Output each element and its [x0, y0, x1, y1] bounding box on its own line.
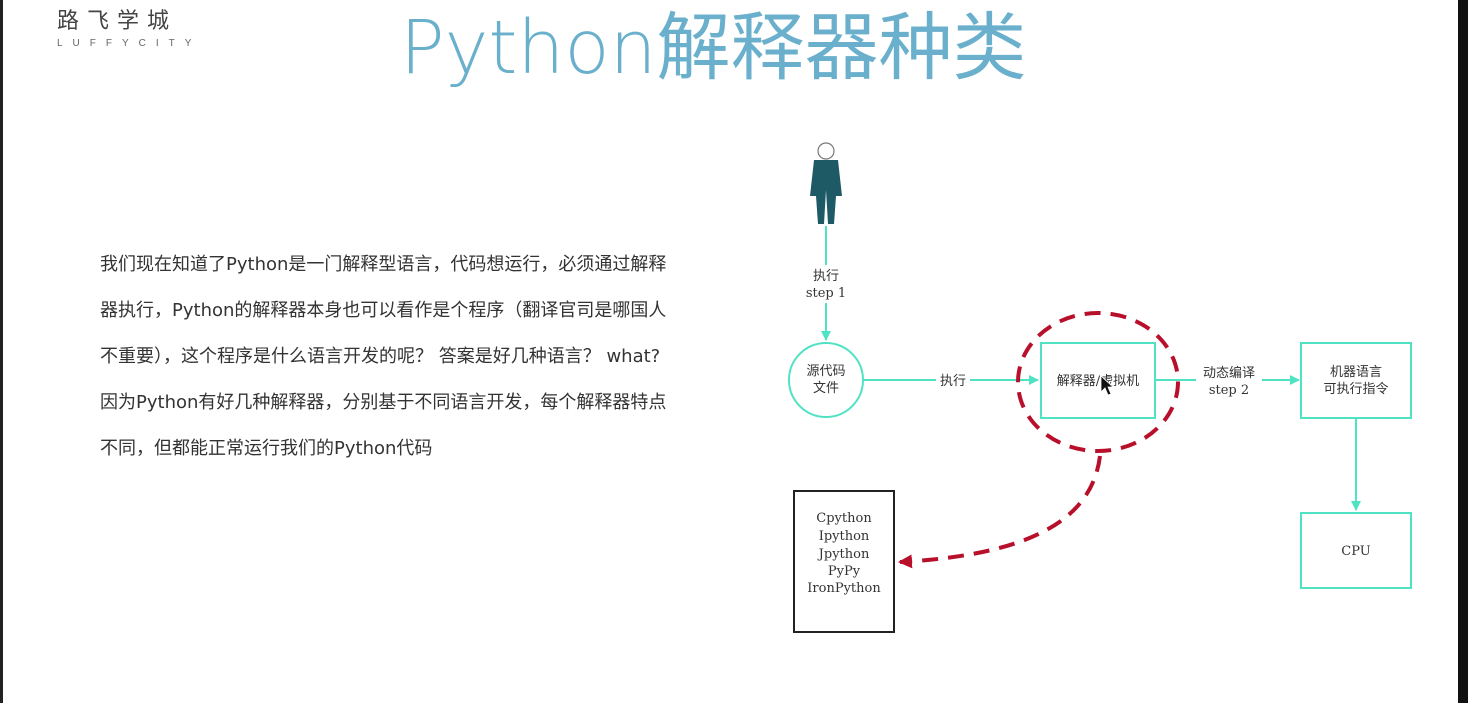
interpreter-label: 解释器/虚拟机 — [1057, 374, 1139, 389]
person-icon — [810, 142, 842, 224]
luffycity-logo: 路飞学城 LUFFYCITY — [57, 8, 201, 49]
exec-label: 执行 — [940, 374, 966, 389]
source-file-node — [788, 342, 864, 418]
cpu-label: CPU — [1341, 544, 1370, 559]
source-file-label-1: 源代码 — [806, 364, 845, 379]
interpreter-item: PyPy — [828, 564, 861, 579]
arrow-interpreter-to-list — [898, 455, 1102, 569]
cpu-node — [1300, 512, 1412, 589]
logo-chinese: 路飞学城 — [57, 9, 178, 34]
machine-language-node — [1300, 342, 1412, 419]
left-border — [0, 0, 3, 703]
right-border — [1458, 0, 1468, 703]
interpreter-item: Ipython — [819, 529, 870, 544]
source-file-label-2: 文件 — [813, 381, 839, 396]
interpreter-item: IronPython — [807, 581, 881, 596]
step2-sub-label: step 2 — [1209, 383, 1249, 398]
machine-label-2: 可执行指令 — [1323, 382, 1388, 397]
mouse-cursor-icon — [1100, 375, 1115, 396]
interpreter-item: Jpython — [817, 547, 870, 562]
explanation-paragraph: 我们现在知道了Python是一门解释型语言，代码想运行，必须通过解释器执行，Py… — [100, 254, 667, 459]
interpreter-item: Cpython — [816, 511, 872, 526]
step1-label: 执行 — [813, 269, 839, 284]
compile-label: 动态编译 — [1203, 366, 1255, 381]
step1-sub-label: step 1 — [806, 286, 846, 301]
slide-title: Python解释器种类 — [400, 5, 1027, 91]
interpreter-node — [1040, 342, 1156, 419]
highlight-ellipse — [1016, 311, 1180, 453]
machine-label-1: 机器语言 — [1330, 365, 1382, 380]
logo-english: LUFFYCITY — [57, 38, 202, 49]
interpreter-list-box — [793, 490, 895, 633]
